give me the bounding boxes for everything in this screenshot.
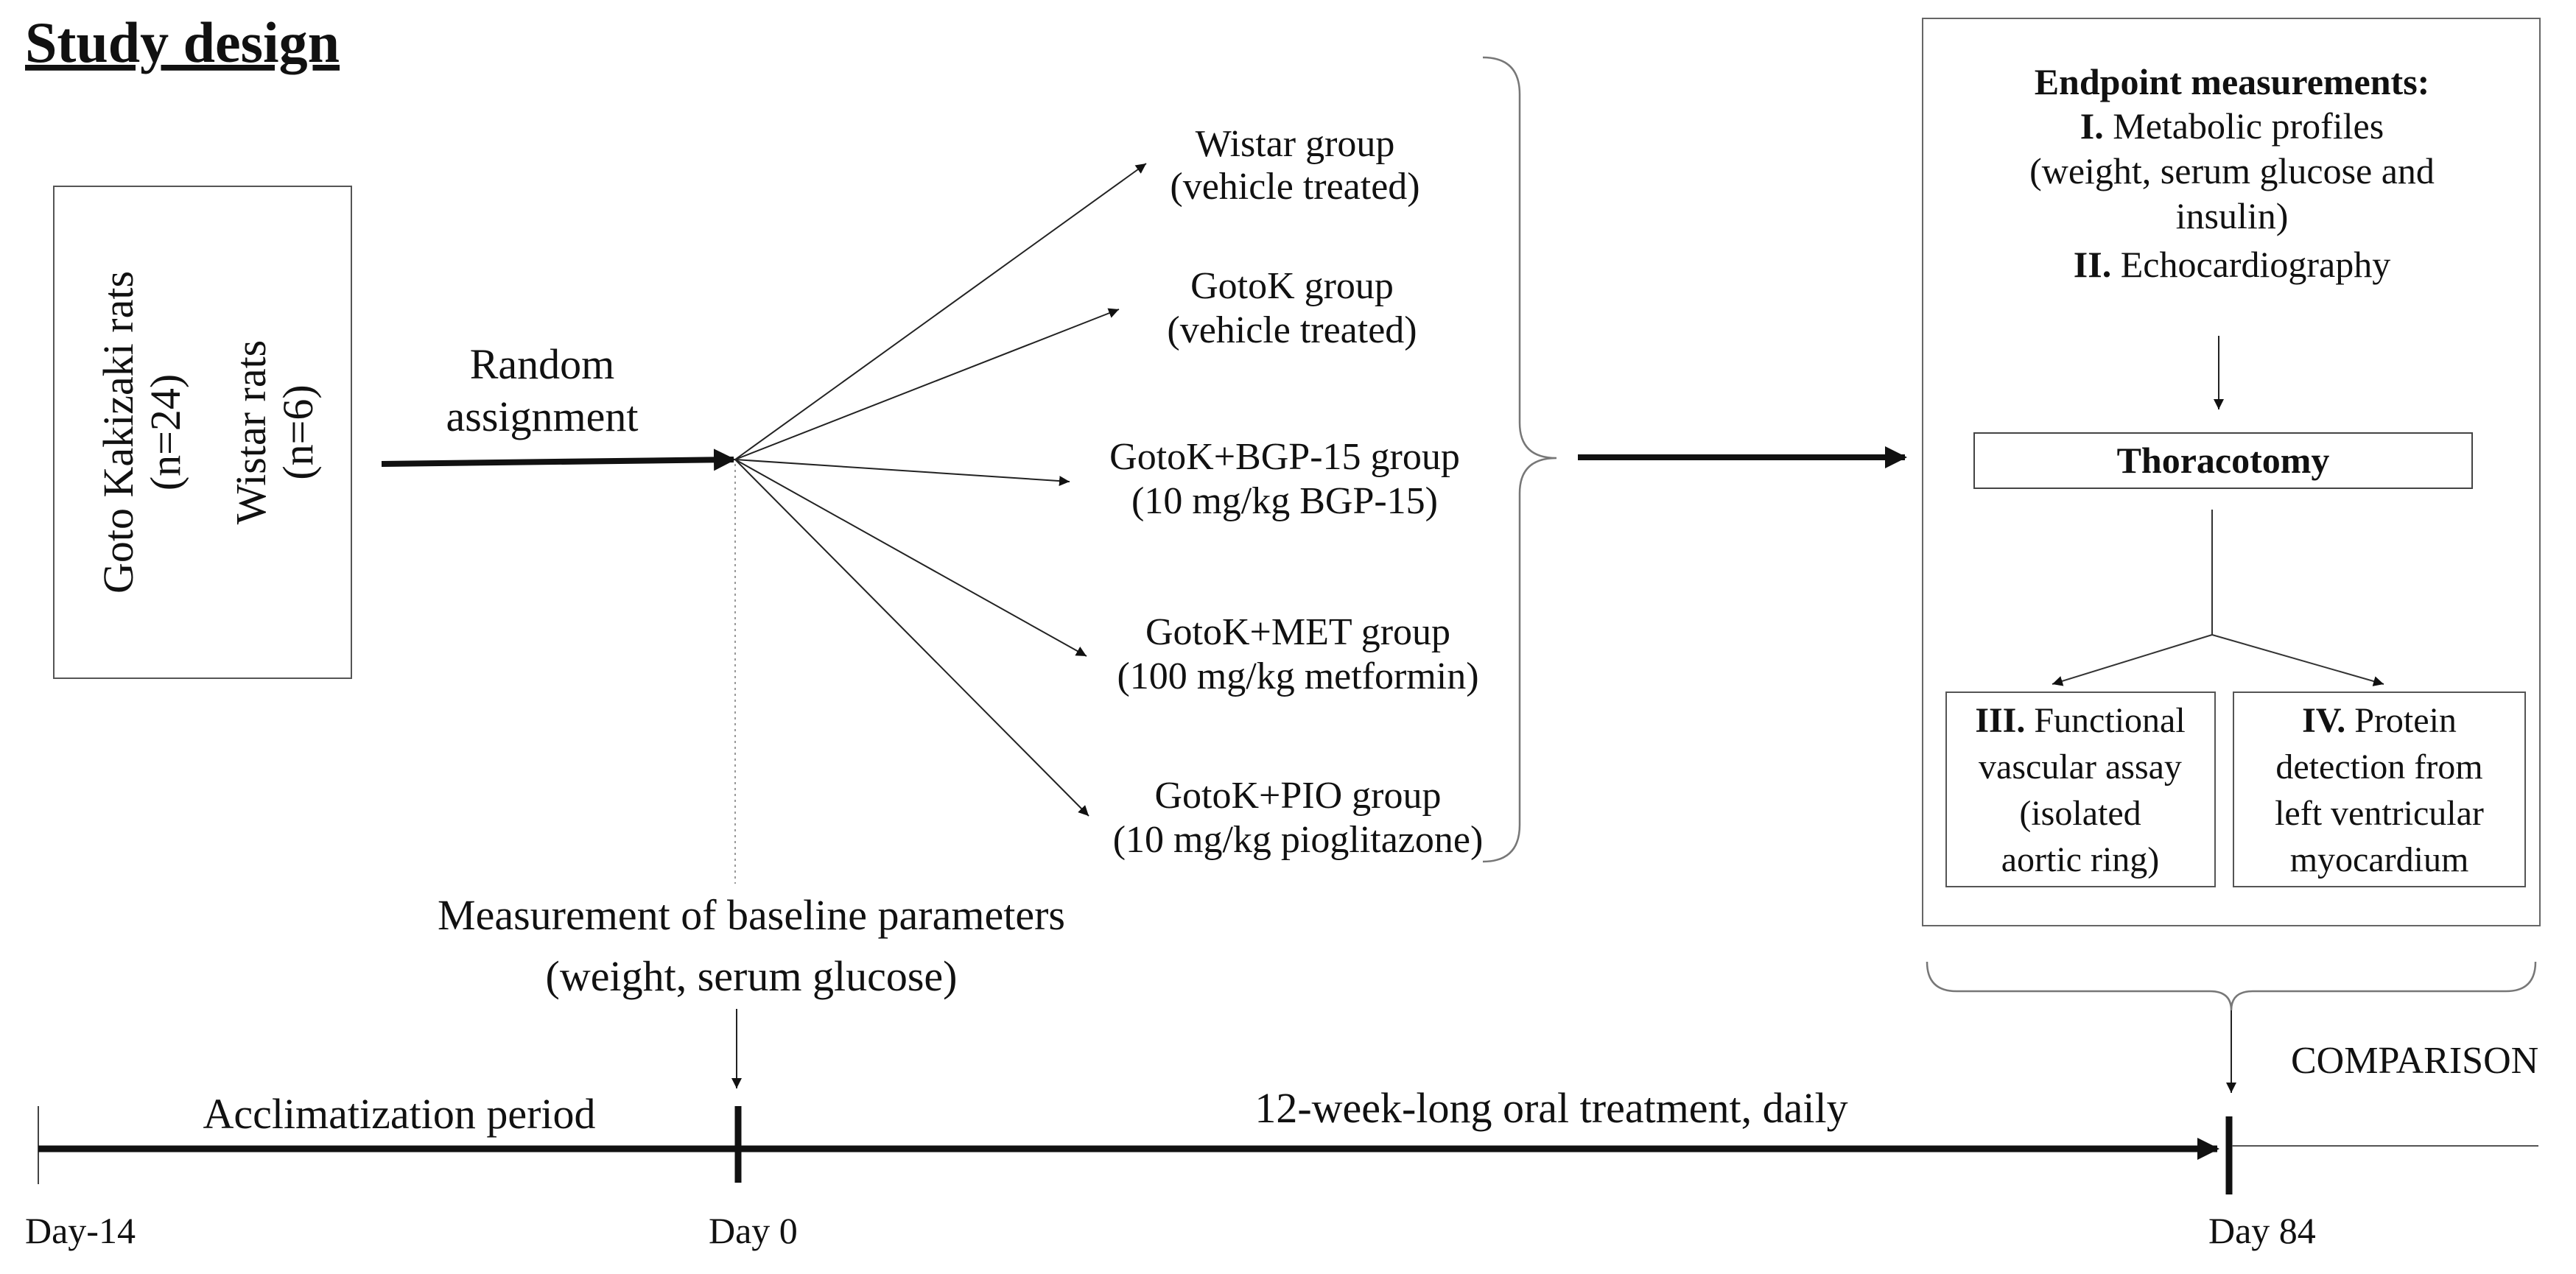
item1-label: Metabolic profiles bbox=[2113, 105, 2384, 147]
arrow-to-pio-group bbox=[734, 459, 1089, 817]
thoracotomy-label: Thoracotomy bbox=[2117, 440, 2330, 481]
endpoint-brace bbox=[1926, 961, 2537, 1011]
group-name: GotoK+BGP-15 group bbox=[1109, 436, 1460, 478]
groups-brace bbox=[1482, 56, 1557, 863]
group-treatment: (vehicle treated) bbox=[1167, 309, 1417, 351]
arrow-to-met-group bbox=[734, 459, 1087, 657]
endpoint-box bbox=[1922, 18, 2541, 926]
endpoint-item2: II. Echocardiography bbox=[2074, 244, 2390, 285]
item4-line1: IV. Protein bbox=[2302, 701, 2457, 740]
group-wistar: Wistar group (vehicle treated) bbox=[1170, 123, 1419, 208]
item3-line2: vascular assay bbox=[1979, 747, 2182, 786]
group-name: GotoK group bbox=[1190, 265, 1394, 307]
item4-line4: myocardium bbox=[2290, 840, 2469, 879]
page-title: Study design bbox=[25, 10, 340, 74]
item4-line2: detection from bbox=[2275, 747, 2482, 786]
day0-label: Day 0 bbox=[709, 1210, 798, 1251]
item1-num: I. bbox=[2080, 105, 2104, 147]
group-name: Wistar group bbox=[1196, 123, 1395, 165]
random-assignment-line1: Random bbox=[470, 340, 615, 388]
goto-label-line2: (n=24) bbox=[141, 374, 189, 490]
item4-num: IV. bbox=[2302, 701, 2345, 740]
item2-label: Echocardiography bbox=[2121, 244, 2391, 285]
item2-num: II. bbox=[2074, 244, 2111, 285]
item3-line1: III. Functional bbox=[1975, 701, 2185, 740]
endpoint-heading: Endpoint measurements: bbox=[2035, 61, 2430, 102]
group-gotok: GotoK group (vehicle treated) bbox=[1167, 265, 1417, 351]
endpoint-item1: I. Metabolic profiles bbox=[2080, 105, 2384, 147]
group-treatment: (100 mg/kg metformin) bbox=[1117, 655, 1478, 697]
random-assignment-arrow bbox=[381, 448, 736, 471]
group-met: GotoK+MET group (100 mg/kg metformin) bbox=[1117, 611, 1478, 697]
baseline-line1: Measurement of baseline parameters bbox=[438, 891, 1065, 939]
day-minus14-label: Day-14 bbox=[25, 1210, 136, 1251]
group-arrows bbox=[734, 163, 1147, 817]
item3-num: III. bbox=[1975, 701, 2025, 740]
item1-detail-line2: insulin) bbox=[2176, 195, 2289, 236]
item3-box bbox=[1945, 691, 2216, 887]
arrow-to-bgp15-group bbox=[734, 459, 1070, 487]
goto-kakizaki-label: Goto Kakizaki rats (n=24) bbox=[94, 271, 189, 594]
item4-line3: left ventricular bbox=[2275, 794, 2484, 833]
group-treatment: (vehicle treated) bbox=[1170, 166, 1419, 208]
arrow-to-gotok-group bbox=[734, 308, 1120, 460]
animals-box bbox=[53, 186, 352, 679]
random-assignment-line2: assignment bbox=[446, 393, 639, 440]
thoracotomy-box bbox=[1973, 432, 2473, 489]
group-bgp15: GotoK+BGP-15 group (10 mg/kg BGP-15) bbox=[1109, 436, 1460, 522]
group-name: GotoK+MET group bbox=[1145, 611, 1450, 653]
acclimatization-label: Acclimatization period bbox=[203, 1090, 595, 1138]
item3-line3: (isolated bbox=[2019, 794, 2141, 833]
arrow-to-wistar-group bbox=[734, 163, 1147, 460]
baseline-line2: (weight, serum glucose) bbox=[546, 952, 958, 1000]
comparison-label: COMPARISON bbox=[2291, 1040, 2538, 1082]
arrow-to-item4 bbox=[2211, 634, 2384, 686]
goto-label-line1: Goto Kakizaki rats bbox=[94, 271, 142, 594]
wistar-label-line2: (n=6) bbox=[274, 384, 322, 479]
group-name: GotoK+PIO group bbox=[1155, 775, 1442, 817]
item4-box bbox=[2233, 691, 2526, 887]
day84-label: Day 84 bbox=[2208, 1210, 2316, 1251]
group-treatment: (10 mg/kg pioglitazone) bbox=[1113, 819, 1484, 861]
group-pio: GotoK+PIO group (10 mg/kg pioglitazone) bbox=[1113, 775, 1484, 861]
treatment-label: 12-week-long oral treatment, daily bbox=[1254, 1084, 1847, 1132]
arrow-to-item3 bbox=[2052, 634, 2213, 686]
item1-detail-line1: (weight, serum glucose and bbox=[2029, 150, 2435, 191]
wistar-label: Wistar rats (n=6) bbox=[227, 340, 322, 525]
item3-line4: aortic ring) bbox=[2001, 840, 2160, 879]
wistar-label-line1: Wistar rats bbox=[227, 340, 275, 525]
group-treatment: (10 mg/kg BGP-15) bbox=[1131, 480, 1438, 522]
